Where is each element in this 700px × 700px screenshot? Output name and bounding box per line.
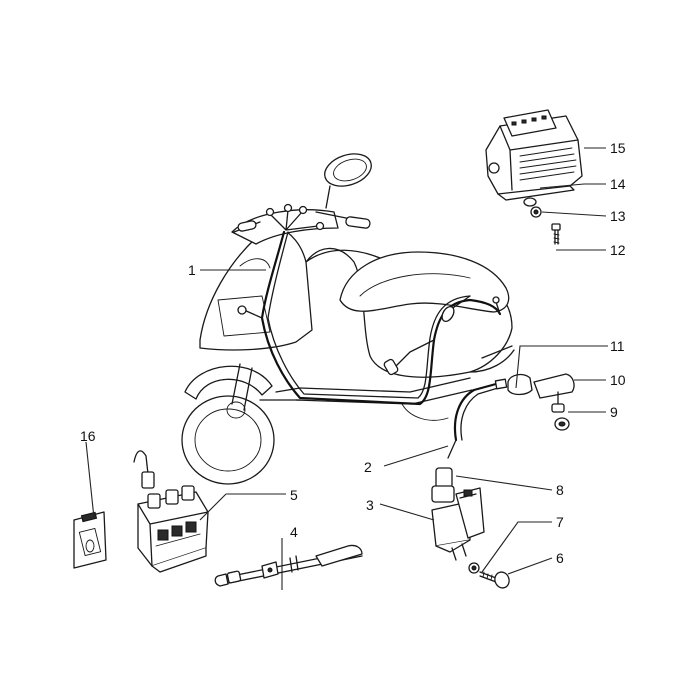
plug-cap [533,373,575,399]
callout-1: 1 [188,262,196,278]
handlebar-cover [231,209,339,245]
callout-8: 8 [556,482,564,498]
scooter-outline [181,153,515,485]
ignition-coil [431,439,485,561]
voltage-regulator [485,109,583,201]
callout-11: 11 [610,338,625,354]
front-fender [184,365,273,400]
callout-3: 3 [366,497,374,513]
screw-6 [479,571,510,589]
callout-12: 12 [610,242,626,258]
callout-labels: 1 2 3 4 5 6 7 8 9 10 11 12 13 14 15 16 [80,140,626,566]
callout-4: 4 [290,524,298,540]
callout-10: 10 [610,372,626,388]
callout-5: 5 [290,487,298,503]
leg-shield [199,225,313,351]
callout-13: 13 [610,208,626,224]
spark-plug-cap [453,373,575,442]
front-wheel [181,395,275,485]
callout-2: 2 [364,459,372,475]
callout-7: 7 [556,514,564,530]
callout-16: 16 [80,428,96,444]
hv-lead-boot [435,467,453,489]
callout-15: 15 [610,140,626,156]
leader-lines [85,147,608,590]
label-plate [73,511,107,569]
cdi-unit [133,450,209,573]
callout-6: 6 [556,550,564,566]
wiring-harness [237,203,502,406]
callout-14: 14 [610,176,626,192]
hv-cable [214,544,363,587]
washer [523,197,537,207]
callout-9: 9 [610,404,618,420]
screw-12 [551,223,561,245]
resistor-cap [507,373,533,396]
mirror [324,153,372,187]
